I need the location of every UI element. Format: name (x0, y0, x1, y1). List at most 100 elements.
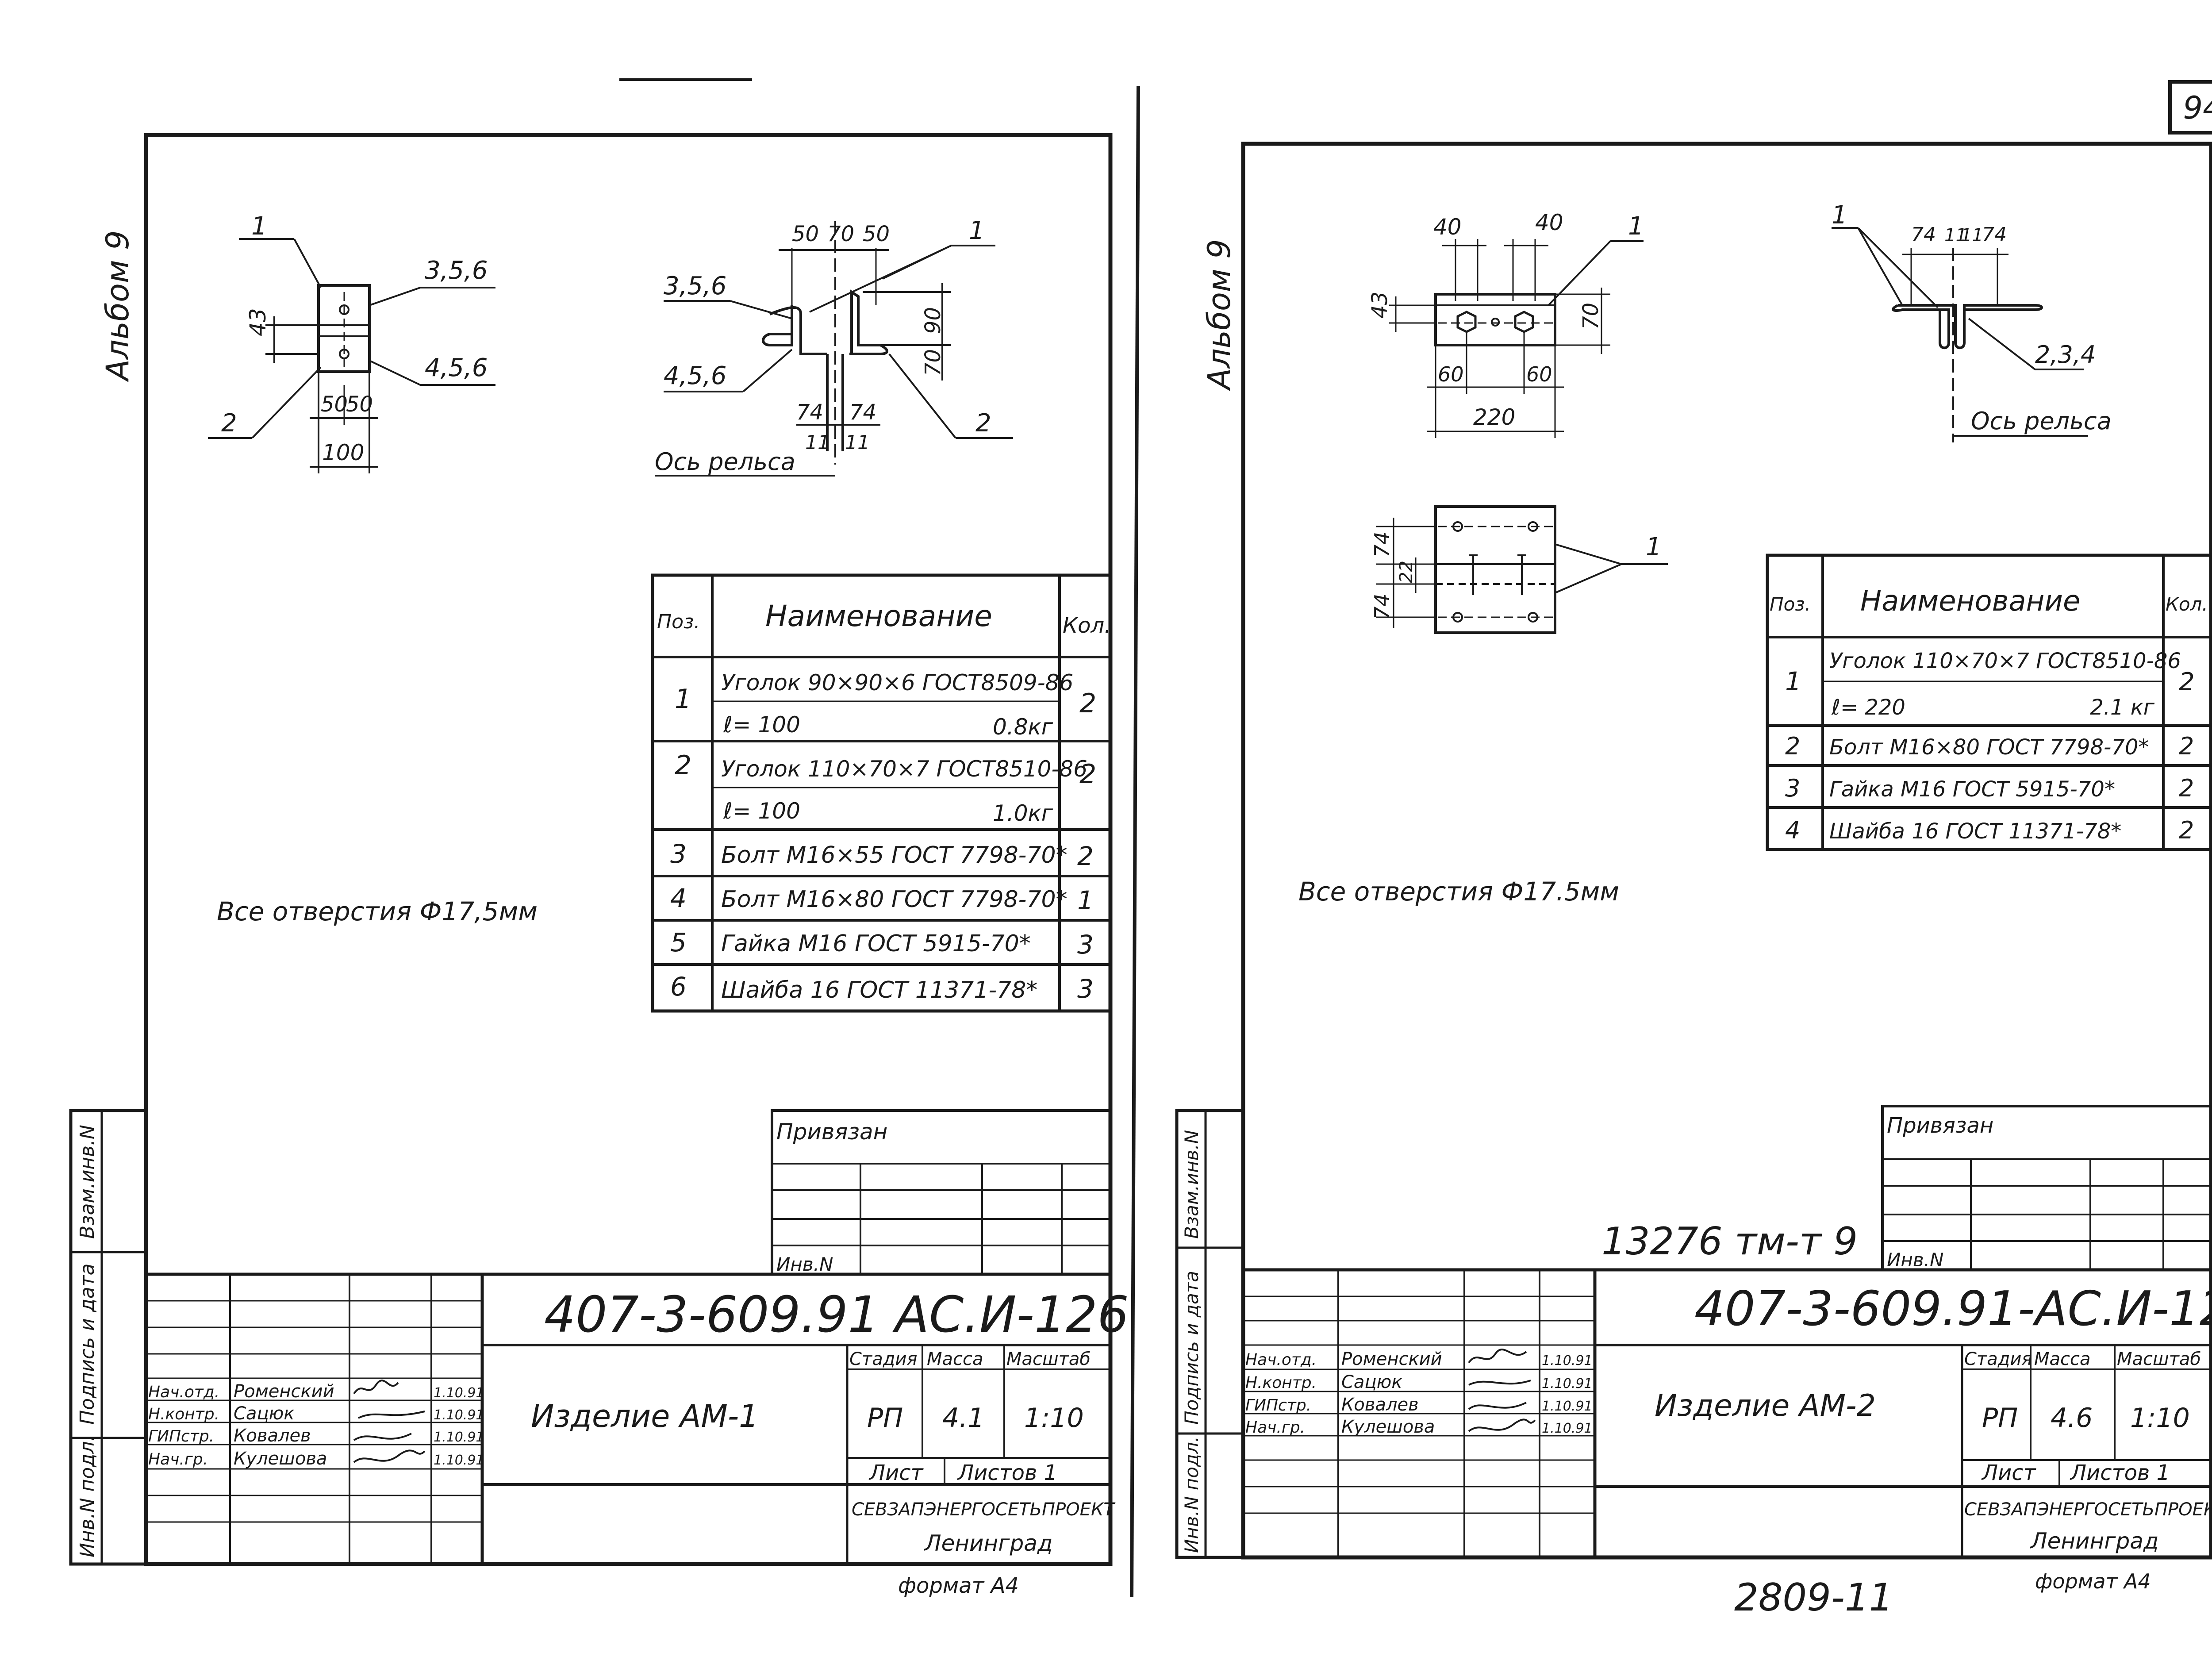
left-format-label: формат А4 (898, 1573, 1019, 1598)
right-d3-dim-74b: 74 (1370, 593, 1394, 619)
right-stamp-v-stage: РП (1982, 1403, 2018, 1434)
left-privyazan-label: Привязан (776, 1119, 887, 1145)
right-person-3-name: Ковалев (1341, 1395, 1419, 1415)
left-d1-dim-43: 43 (245, 308, 271, 336)
left-person-1-name: Роменский (234, 1381, 334, 1402)
right-margin-podpis: Подпись и дата (1181, 1271, 1202, 1425)
left-d1-label-1: 1 (251, 212, 267, 241)
left-spec-header-qty: Кол. (1063, 613, 1111, 638)
left-d2-dim-74b: 74 (849, 400, 876, 425)
left-person-1-date: 1.10.91 (434, 1385, 484, 1401)
right-privyazan-label: Привязан (1887, 1113, 1993, 1138)
right-spec-header-qty: Кол. (2166, 593, 2208, 615)
right-title-block: Нач.отд. Роменский 1.10.91 Н.контр. Сацю… (1243, 1268, 2212, 1557)
left-spec-r6-pos: 6 (670, 972, 687, 1002)
left-spec-r1-qty: 2 (1079, 688, 1096, 719)
left-spec-r2-mass: 1.0кг (993, 800, 1053, 826)
left-d2-dim-11a: 11 (805, 431, 830, 454)
right-d3-label-1: 1 (1646, 533, 1662, 561)
left-spec-r2-qty: 2 (1079, 759, 1096, 790)
right-spec-r3-name: Гайка М16 ГОСТ 5915-70* (1829, 777, 2115, 802)
left-title-block: Нач.отд. Роменский 1.10.91 Н.контр. Сацю… (146, 1272, 1129, 1564)
left-stamp-h-scale: Масштаб (1006, 1349, 1091, 1369)
page-number: 94 (2183, 90, 2212, 126)
right-spec-r2-pos: 2 (1785, 732, 1800, 760)
left-spec-r2-sub: ℓ= 100 (723, 798, 800, 824)
left-d2-dim-74a: 74 (796, 400, 823, 425)
right-person-2-date: 1.10.91 (1542, 1376, 1593, 1391)
right-spec-r1-mass: 2.1 кг (2090, 695, 2155, 720)
left-spec-r1-name: Уголок 90×90×6 ГОСТ8509-86 (721, 670, 1073, 696)
right-margin-vzam: Взам.инв.N (1181, 1130, 1202, 1239)
left-stamp-title: Изделие АМ-1 (531, 1398, 759, 1434)
right-stamp-org1: СЕВЗАПЭНЕРГОСЕТЬПРОЕКТ (1964, 1499, 2212, 1520)
left-d1-dim-50a: 50 (321, 392, 348, 417)
right-spec-table: Поз. Наименование Кол. 1 Уголок 110×70×7… (1766, 553, 2212, 851)
right-stamp-h-mass: Масса (2034, 1349, 2091, 1369)
right-d3-dim-74a: 74 (1370, 531, 1394, 557)
right-d2-dim-11a: 11 (1944, 225, 1967, 246)
right-stamp-code: 407-3-609.91-АС.И-127 (1694, 1281, 2212, 1337)
left-d1-label-2: 2 (221, 409, 237, 438)
left-person-3-name: Ковалев (234, 1426, 311, 1446)
left-stamp-v-scale: 1:10 (1024, 1403, 1084, 1434)
right-drawing-2: 74 11 11 74 1 2,3,4 Ось рельса (1832, 201, 2112, 442)
right-spec-r3-qty: 2 (2179, 774, 2194, 802)
left-person-4-role: Нач.гр. (148, 1450, 208, 1468)
right-stamp-sheet: Лист (1981, 1461, 2037, 1485)
left-person-1-role: Нач.отд. (148, 1383, 219, 1401)
right-margin-strip (1175, 1109, 1245, 1559)
right-d2-label-1: 1 (1832, 201, 1847, 230)
left-holes-note: Все отверстия Ф17,5мм (217, 896, 538, 926)
left-person-3-role: ГИПстр. (148, 1427, 214, 1445)
left-album-label: Альбом 9 (100, 231, 136, 382)
left-d1-label-456: 4,5,6 (425, 354, 488, 382)
left-person-2-role: Н.контр. (148, 1405, 219, 1423)
right-person-1-role: Нач.отд. (1245, 1351, 1317, 1369)
left-spec-r4-pos: 4 (670, 883, 687, 913)
left-person-4-date: 1.10.91 (434, 1453, 484, 1468)
right-d2-label-234: 2,3,4 (2035, 341, 2096, 369)
left-d2-label-356: 3,5,6 (664, 272, 727, 300)
left-spec-r3-name: Болт М16×55 ГОСТ 7798-70* (721, 842, 1068, 869)
right-signatures (1468, 1349, 1536, 1432)
right-d1-dim-43: 43 (1367, 292, 1392, 319)
right-person-4-date: 1.10.91 (1542, 1421, 1593, 1436)
left-spec-r5-qty: 3 (1077, 930, 1094, 960)
right-d2-dim-74b: 74 (1982, 223, 2007, 246)
left-spec-r4-name: Болт М16×80 ГОСТ 7798-70* (721, 886, 1068, 913)
left-margin-podpis: Подпись и дата (76, 1264, 99, 1425)
right-d2-dim-74a: 74 (1911, 223, 1936, 246)
left-d2-dim-50a: 50 (792, 222, 819, 246)
right-person-2-role: Н.контр. (1245, 1374, 1317, 1392)
left-spec-header-name: Наименование (765, 599, 992, 633)
right-stamp-v-mass: 4.6 (2051, 1403, 2093, 1434)
right-d1-label-1: 1 (1628, 212, 1644, 241)
left-stamp-h-mass: Масса (927, 1349, 983, 1369)
right-d1-dim-220: 220 (1473, 404, 1515, 430)
right-d3-dim-22: 22 (1396, 561, 1417, 583)
left-d1-label-356: 3,5,6 (425, 256, 488, 285)
center-fold-line (1130, 86, 1140, 1598)
right-person-3-role: ГИПстр. (1245, 1396, 1311, 1414)
left-person-2-name: Сацюк (234, 1403, 295, 1424)
right-spec-r2-name: Болт М16×80 ГОСТ 7798-70* (1829, 735, 2149, 760)
right-d1-dim-60b: 60 (1526, 362, 1552, 386)
left-spec-r4-qty: 1 (1077, 885, 1094, 915)
right-person-4-name: Кулешова (1341, 1417, 1435, 1437)
left-person-3-date: 1.10.91 (434, 1430, 484, 1445)
left-spec-table: Поз. Наименование Кол. 1 Уголок 90×90×6 … (651, 573, 1112, 1013)
left-spec-r1-sub: ℓ= 100 (723, 712, 800, 738)
right-stamp-h-stage: Стадия (1964, 1349, 2032, 1369)
right-spec-r3-pos: 3 (1785, 774, 1800, 802)
left-spec-r3-pos: 3 (670, 839, 687, 869)
left-stamp-sheets: Листов 1 (957, 1461, 1057, 1485)
left-d2-label-2: 2 (975, 409, 991, 438)
left-d2-dim-50b: 50 (863, 222, 890, 246)
left-d2-axis-label: Ось рельса (655, 448, 795, 476)
right-spec-r1-qty: 2 (2179, 668, 2195, 696)
right-inv-label: Инв.N (1887, 1249, 1943, 1271)
page-number-box (2168, 80, 2212, 135)
right-drawing-1: 40 40 43 70 60 60 220 1 (1367, 210, 1644, 438)
right-spec-header-pos: Поз. (1770, 593, 1811, 615)
